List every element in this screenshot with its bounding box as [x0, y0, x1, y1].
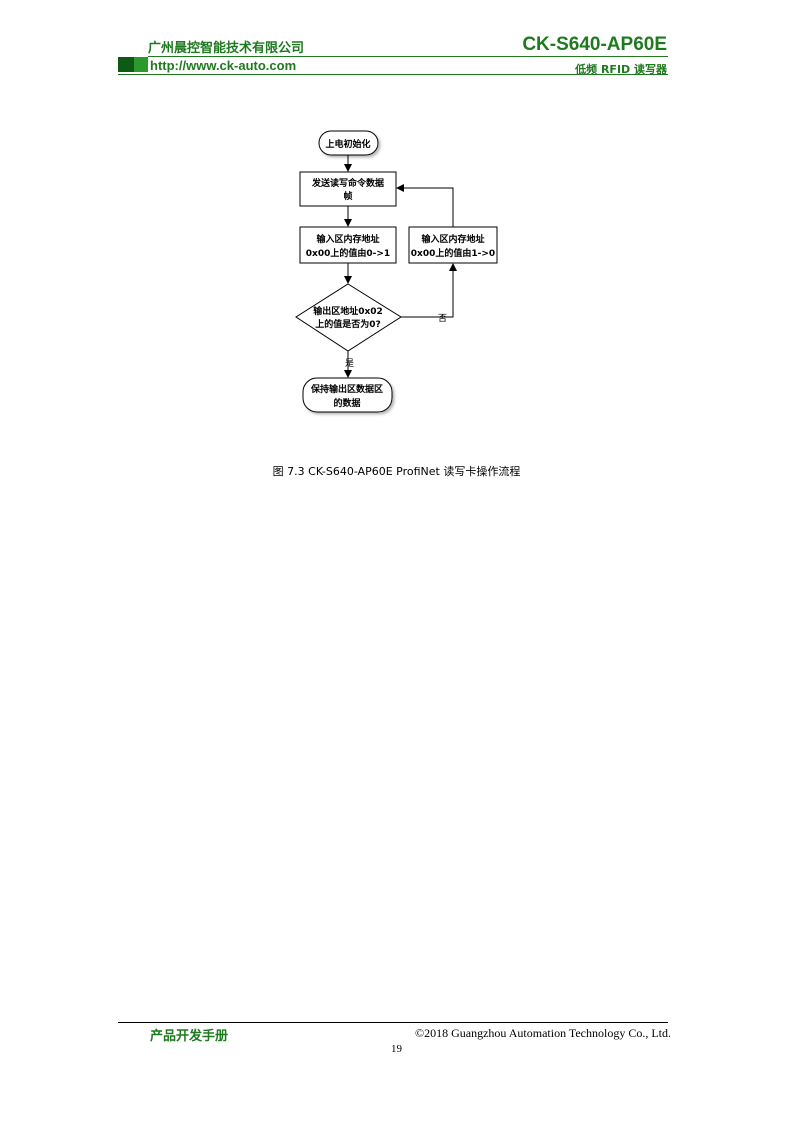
flow-start-node: 上电初始化	[318, 130, 379, 156]
flow-start-label: 上电初始化	[325, 138, 370, 150]
header-divider-top	[148, 56, 668, 57]
header-company-name: 广州晨控智能技术有限公司	[148, 41, 305, 56]
header-divider-bottom	[118, 74, 668, 75]
flow-input01-label-line2: 0x00上的值由0->1	[306, 247, 390, 259]
footer-page-number: 19	[391, 1043, 402, 1055]
header-product-subtitle: 低频 RFID 读写器	[575, 63, 667, 76]
figure-caption: 图 7.3 CK-S640-AP60E ProfiNet 读写卡操作流程	[272, 465, 521, 478]
flow-input01-label-line1: 输入区内存地址	[316, 233, 379, 245]
header-website-link[interactable]: http://www.ck-auto.com	[150, 58, 297, 73]
footer-manual-title: 产品开发手册	[150, 1029, 229, 1044]
flow-arrow-loop-back	[396, 184, 454, 227]
header-logo-block-light	[134, 57, 148, 72]
footer-copyright: ©2018 Guangzhou Automation Technology Co…	[414, 1026, 671, 1040]
flow-decision-label-line1: 输出区地址0x02	[313, 305, 383, 317]
flow-decision-label-line2: 上的值是否为0?	[315, 318, 380, 330]
flow-yes-label: 是	[345, 358, 354, 369]
flow-decision-node: 输出区地址0x02 上的值是否为0?	[295, 283, 402, 352]
header-model-number: CK-S640-AP60E	[522, 34, 667, 55]
flow-send-label-line1: 发送读写命令数据	[311, 177, 384, 189]
flow-input-0-to-1-node: 输入区内存地址 0x00上的值由0->1	[299, 226, 397, 264]
footer-divider	[118, 1022, 668, 1023]
header-logo-block-dark	[118, 57, 134, 72]
flow-input10-label-line2: 0x00上的值由1->0	[411, 247, 495, 259]
flow-arrow-no-path	[401, 263, 457, 318]
flow-end-label-line2: 的数据	[333, 397, 360, 409]
flow-input-1-to-0-node: 输入区内存地址 0x00上的值由1->0	[408, 226, 498, 264]
flow-send-frame-node: 发送读写命令数据 帧	[299, 171, 397, 207]
flow-end-node: 保持输出区数据区 的数据	[302, 377, 393, 413]
flow-input10-label-line1: 输入区内存地址	[421, 233, 484, 245]
flow-end-label-line1: 保持输出区数据区	[310, 383, 383, 395]
flow-no-label: 否	[438, 313, 447, 324]
flow-send-label-line2: 帧	[343, 190, 352, 202]
flowchart: 上电初始化 发送读写命令数据 帧 输入区内存地址 0x00上的值由0->1 输出…	[0, 0, 793, 460]
